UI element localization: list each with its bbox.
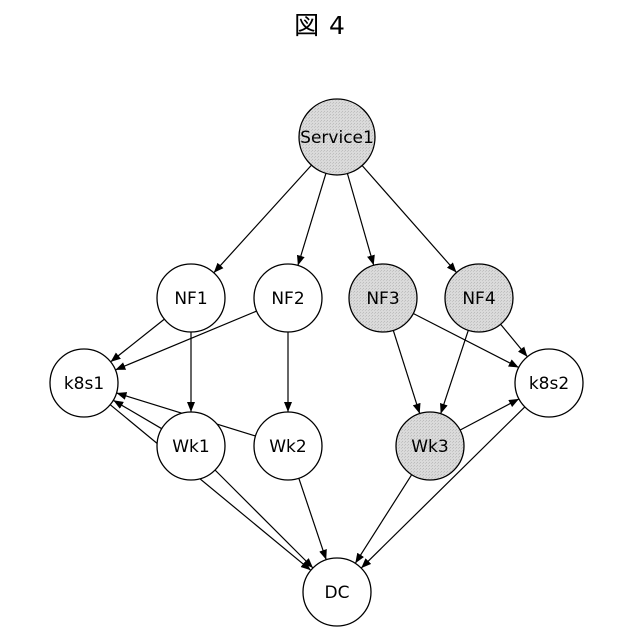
node-label-k8s1: k8s1: [64, 374, 104, 394]
node-nf2: NF2: [254, 264, 322, 332]
node-label-dc: DC: [325, 583, 350, 603]
node-k8s2: k8s2: [515, 349, 583, 417]
node-wk3: Wk3: [396, 412, 464, 480]
edge-nf3-to-wk3: [393, 330, 419, 413]
node-k8s1: k8s1: [50, 349, 118, 417]
node-label-nf3: NF3: [366, 289, 399, 309]
edge-wk3-to-dc: [355, 475, 411, 564]
node-label-nf4: NF4: [462, 289, 495, 309]
edge-wk1-to-dc: [215, 470, 313, 568]
node-label-nf1: NF1: [174, 289, 207, 309]
edge-nf4-to-k8s2: [501, 324, 528, 357]
node-nf4: NF4: [445, 264, 513, 332]
edge-service1-to-nf1: [214, 165, 312, 273]
node-wk1: Wk1: [157, 412, 225, 480]
edge-nf4-to-wk3: [441, 330, 469, 413]
node-label-service1: Service1: [300, 128, 374, 148]
node-dc: DC: [303, 558, 371, 626]
node-service1: Service1: [299, 99, 375, 175]
edge-service1-to-nf3: [347, 174, 373, 266]
edge-wk2-to-dc: [299, 478, 326, 560]
node-label-wk3: Wk3: [411, 437, 448, 457]
edge-wk3-to-k8s2: [460, 399, 519, 430]
node-label-wk1: Wk1: [172, 437, 209, 457]
nodes-layer: Service1NF1 NF2 NF3 NF4 k8s1 k8s2Wk1 Wk2 Wk3DC: [50, 99, 583, 626]
node-wk2: Wk2: [254, 412, 322, 480]
node-nf1: NF1: [157, 264, 225, 332]
edges-layer: [110, 165, 527, 570]
edge-service1-to-nf4: [362, 166, 456, 273]
edge-service1-to-nf2: [298, 173, 326, 265]
node-label-wk2: Wk2: [269, 437, 306, 457]
node-nf3: NF3: [349, 264, 417, 332]
node-label-nf2: NF2: [271, 289, 304, 309]
edge-nf1-to-k8s1: [111, 319, 165, 362]
node-label-k8s2: k8s2: [529, 374, 569, 394]
